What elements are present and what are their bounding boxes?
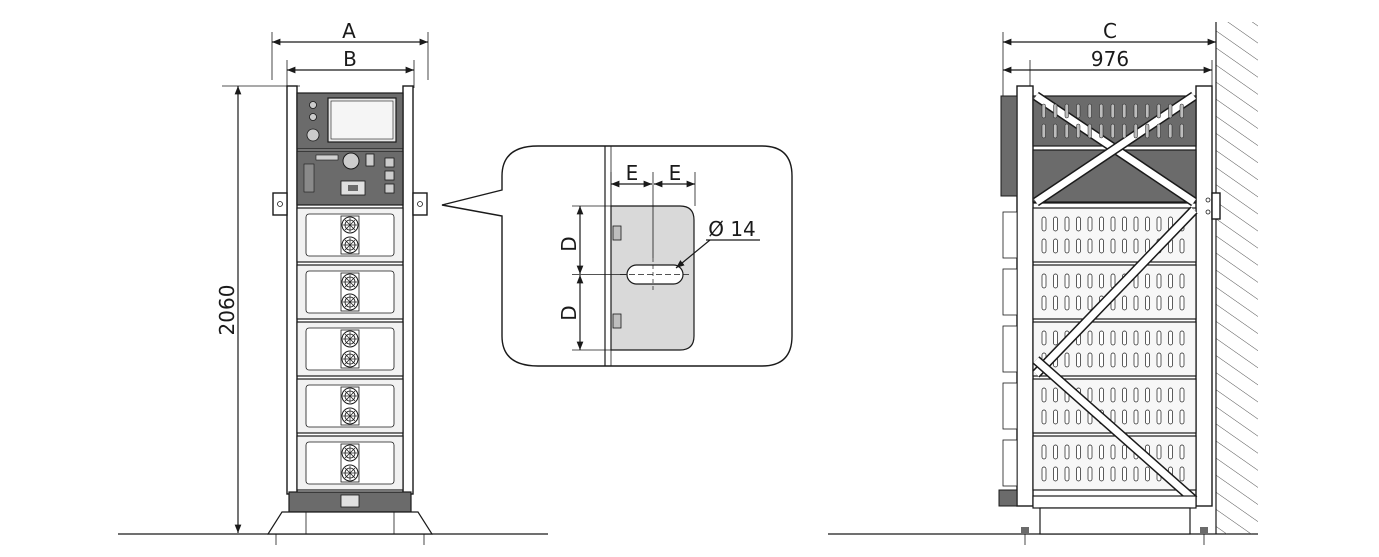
battery-module-front: [296, 435, 404, 491]
battery-module-front: [296, 264, 404, 320]
dim-label-976: 976: [1091, 47, 1129, 71]
fan-icon: [341, 293, 359, 311]
fan-icon: [341, 216, 359, 234]
battery-module-front: [296, 321, 404, 377]
side-view: C 976: [998, 19, 1258, 545]
fan-icon: [341, 407, 359, 425]
wall-hatch-pattern: [1216, 22, 1258, 534]
dim-label-height: 2060: [215, 285, 239, 336]
battery-module-stack-side: [1002, 207, 1197, 491]
dim-label-e-left: E: [626, 161, 639, 185]
rotary-switch-icon: [342, 152, 360, 170]
front-view: A B 2060: [215, 19, 434, 545]
fan-icon: [341, 236, 359, 254]
dim-label-e-right: E: [669, 161, 682, 185]
dim-label-c: C: [1103, 19, 1117, 43]
fan-icon: [341, 444, 359, 462]
battery-module-side: [1002, 207, 1197, 263]
fan-icon: [341, 273, 359, 291]
dim-label-diameter: Ø 14: [708, 217, 756, 241]
detail-callout: D D E E Ø 14: [441, 145, 793, 367]
battery-module-front: [296, 207, 404, 263]
dim-label-b: B: [343, 47, 357, 71]
fan-icon: [341, 350, 359, 368]
battery-module-stack-front: [296, 207, 404, 491]
fan-icon: [341, 330, 359, 348]
dim-label-d-upper: D: [557, 236, 581, 251]
fan-icon: [341, 387, 359, 405]
dim-label-d-lower: D: [557, 305, 581, 320]
fan-icon: [341, 464, 359, 482]
dim-label-a: A: [342, 19, 356, 43]
battery-module-front: [296, 378, 404, 434]
